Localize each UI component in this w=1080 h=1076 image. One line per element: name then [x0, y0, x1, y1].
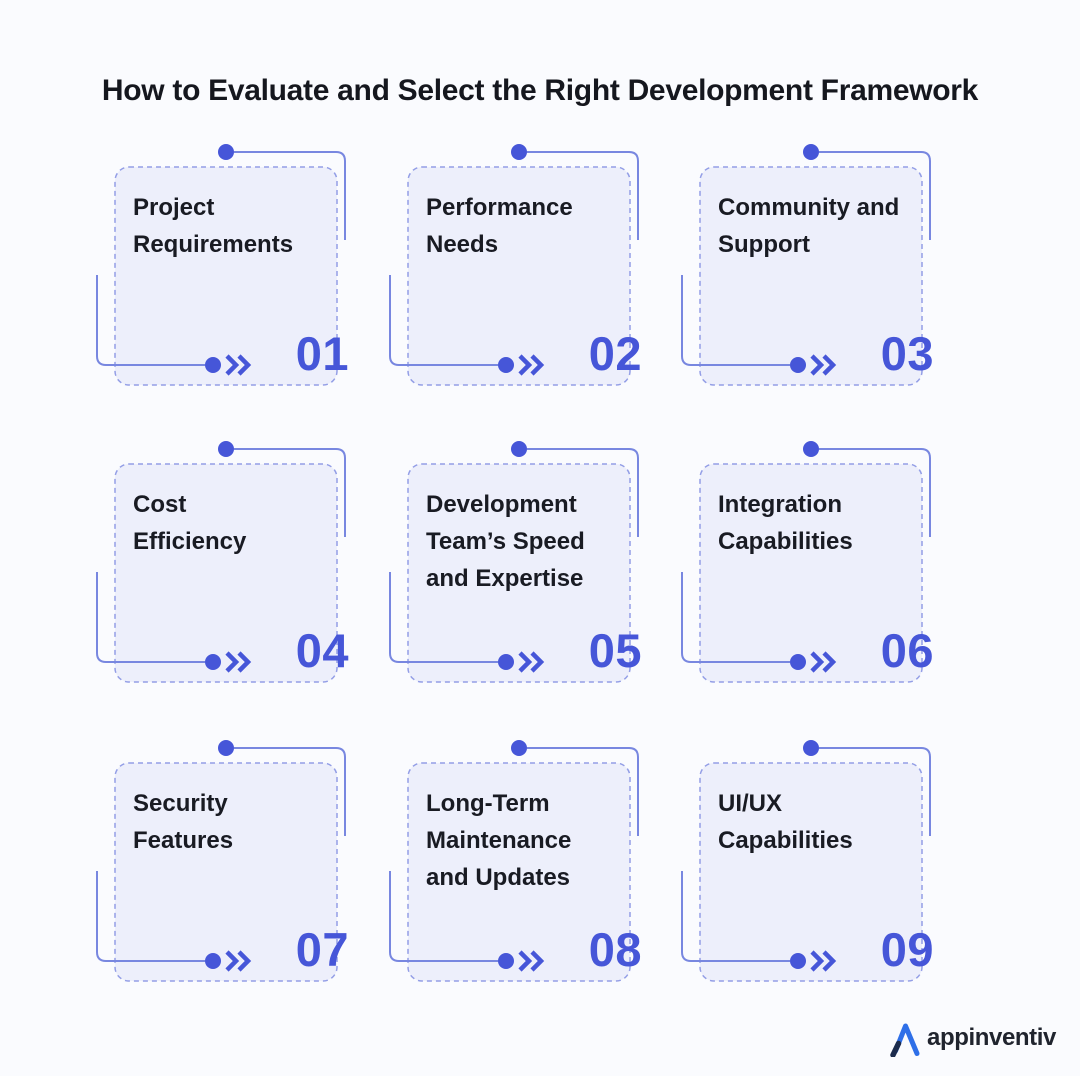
card-label-line: Support: [718, 231, 810, 258]
card-label-line: Development: [426, 491, 577, 518]
framework-card-03: Community and Support 03: [681, 144, 933, 386]
double-chevron-icon: [810, 354, 837, 376]
top-dot-icon: [218, 441, 234, 457]
bottom-connector-line: [681, 275, 790, 366]
card-number: 06: [880, 624, 934, 677]
bottom-dot-icon: [498, 953, 514, 969]
card-label-line: UI/UX: [718, 790, 783, 817]
card-label-line: Needs: [426, 231, 499, 258]
top-dot-icon: [803, 740, 819, 756]
card-label-line: Integration: [718, 491, 842, 518]
bottom-dot-icon: [790, 654, 806, 670]
card-number: 02: [588, 327, 642, 380]
top-dot-icon: [218, 144, 234, 160]
card-number: 05: [588, 624, 642, 677]
top-dot-icon: [511, 144, 527, 160]
card-label-line: Maintenance: [426, 827, 572, 854]
double-chevron-icon: [810, 651, 837, 673]
card-label-line: Requirements: [133, 231, 294, 258]
top-dot-icon: [803, 144, 819, 160]
card-label: Long-Term Maintenance and Updates: [426, 785, 571, 896]
double-chevron-icon: [518, 651, 545, 673]
framework-card-06: Integration Capabilities 06: [681, 441, 933, 683]
double-chevron-icon: [225, 354, 252, 376]
card-label-line: and Expertise: [426, 565, 584, 592]
logo-tail: [890, 1040, 902, 1057]
top-connector-line: [234, 448, 346, 537]
card-label: Performance Needs: [426, 189, 573, 263]
bottom-connector-line: [96, 572, 205, 663]
card-number: 07: [295, 923, 349, 976]
bottom-dot-icon: [498, 357, 514, 373]
framework-card-07: Security Features 07: [96, 740, 348, 982]
bottom-dot-icon: [498, 654, 514, 670]
framework-card-05: Development Team’s Speed and Expertise 0…: [389, 441, 641, 683]
card-label-line: Team’s Speed: [426, 528, 585, 555]
card-number: 08: [588, 923, 642, 976]
bottom-connector-line: [681, 572, 790, 663]
double-chevron-icon: [810, 950, 837, 972]
card-label-line: Capabilities: [718, 827, 853, 854]
card-label: Cost Efficiency: [133, 486, 246, 560]
card-label: Project Requirements: [133, 189, 293, 263]
double-chevron-icon: [225, 651, 252, 673]
card-label: UI/UX Capabilities: [718, 785, 853, 859]
top-dot-icon: [511, 441, 527, 457]
card-label-line: Performance: [426, 194, 573, 221]
card-number: 03: [880, 327, 934, 380]
top-connector-line: [234, 747, 346, 836]
double-chevron-icon: [518, 354, 545, 376]
bottom-dot-icon: [205, 654, 221, 670]
card-label-line: Cost: [133, 491, 187, 518]
framework-card-02: Performance Needs 02: [389, 144, 641, 386]
appinventiv-logo-icon: [890, 1023, 920, 1057]
bottom-connector-line: [389, 275, 498, 366]
card-label-line: Project: [133, 194, 215, 221]
bottom-connector-line: [681, 871, 790, 962]
top-dot-icon: [218, 740, 234, 756]
card-label-line: Capabilities: [718, 528, 853, 555]
double-chevron-icon: [518, 950, 545, 972]
card-label-line: Security: [133, 790, 228, 817]
framework-card-08: Long-Term Maintenance and Updates 08: [389, 740, 641, 982]
card-label-line: Efficiency: [133, 528, 247, 555]
card-label: Security Features: [133, 785, 233, 859]
framework-card-04: Cost Efficiency 04: [96, 441, 348, 683]
bottom-connector-line: [96, 275, 205, 366]
bottom-dot-icon: [790, 953, 806, 969]
card-label-line: Long-Term: [426, 790, 550, 817]
card-label: Community and Support: [718, 189, 899, 263]
top-dot-icon: [803, 441, 819, 457]
card-label-line: Community and: [718, 194, 900, 221]
top-dot-icon: [511, 740, 527, 756]
card-label-line: Features: [133, 827, 234, 854]
bottom-connector-line: [96, 871, 205, 962]
framework-card-09: UI/UX Capabilities 09: [681, 740, 933, 982]
framework-card-01: Project Requirements 01: [96, 144, 348, 386]
bottom-dot-icon: [205, 953, 221, 969]
bottom-dot-icon: [790, 357, 806, 373]
appinventiv-logo: appinventiv: [889, 1019, 1056, 1057]
card-number: 01: [295, 327, 349, 380]
card-number: 09: [880, 923, 934, 976]
card-label: Integration Capabilities: [718, 486, 853, 560]
card-label-line: and Updates: [426, 864, 571, 891]
card-number: 04: [295, 624, 349, 677]
appinventiv-wordmark: appinventiv: [927, 1024, 1056, 1051]
bottom-dot-icon: [205, 357, 221, 373]
page-title: How to Evaluate and Select the Right Dev…: [101, 74, 979, 108]
card-label: Development Team’s Speed and Expertise: [426, 486, 585, 597]
double-chevron-icon: [225, 950, 252, 972]
